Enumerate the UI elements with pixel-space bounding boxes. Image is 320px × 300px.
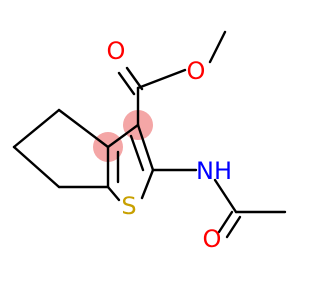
atom-labels: O O NH S O: [107, 37, 232, 253]
bond-n-cc: [213, 178, 238, 214]
bond-cc-o-double-b: [225, 215, 242, 239]
carbonyl-oxygen-label: O: [107, 37, 126, 65]
bond-cc-o-double-a: [217, 210, 234, 234]
bond-c5-c6: [12, 145, 61, 189]
amide-oxygen-label: O: [203, 225, 222, 253]
bond-c3-c2-double: [129, 134, 145, 172]
bond-c6a-s: [106, 185, 121, 202]
bond-c3a-c3: [106, 123, 140, 149]
molecule-drawing: O O NH S O: [12, 30, 287, 253]
amide-nh-label: NH: [196, 157, 232, 185]
bond-ccarbonyl-o-double-a: [125, 66, 144, 91]
structure-diagram: O O NH S O: [12, 30, 287, 253]
bonds: [12, 30, 287, 239]
ester-oxygen-label: O: [187, 57, 206, 85]
bond-ccarbonyl-o-double-b: [117, 71, 136, 96]
bond-oester-methyl: [208, 30, 227, 64]
bond-ccarbonyl-oester: [136, 68, 187, 90]
bond-c2-s: [140, 168, 155, 200]
sulfur-label: S: [121, 192, 136, 220]
bond-c4-c5: [12, 108, 61, 149]
bond-c3a-c4: [57, 108, 110, 149]
bond-c3-c2: [136, 123, 155, 172]
